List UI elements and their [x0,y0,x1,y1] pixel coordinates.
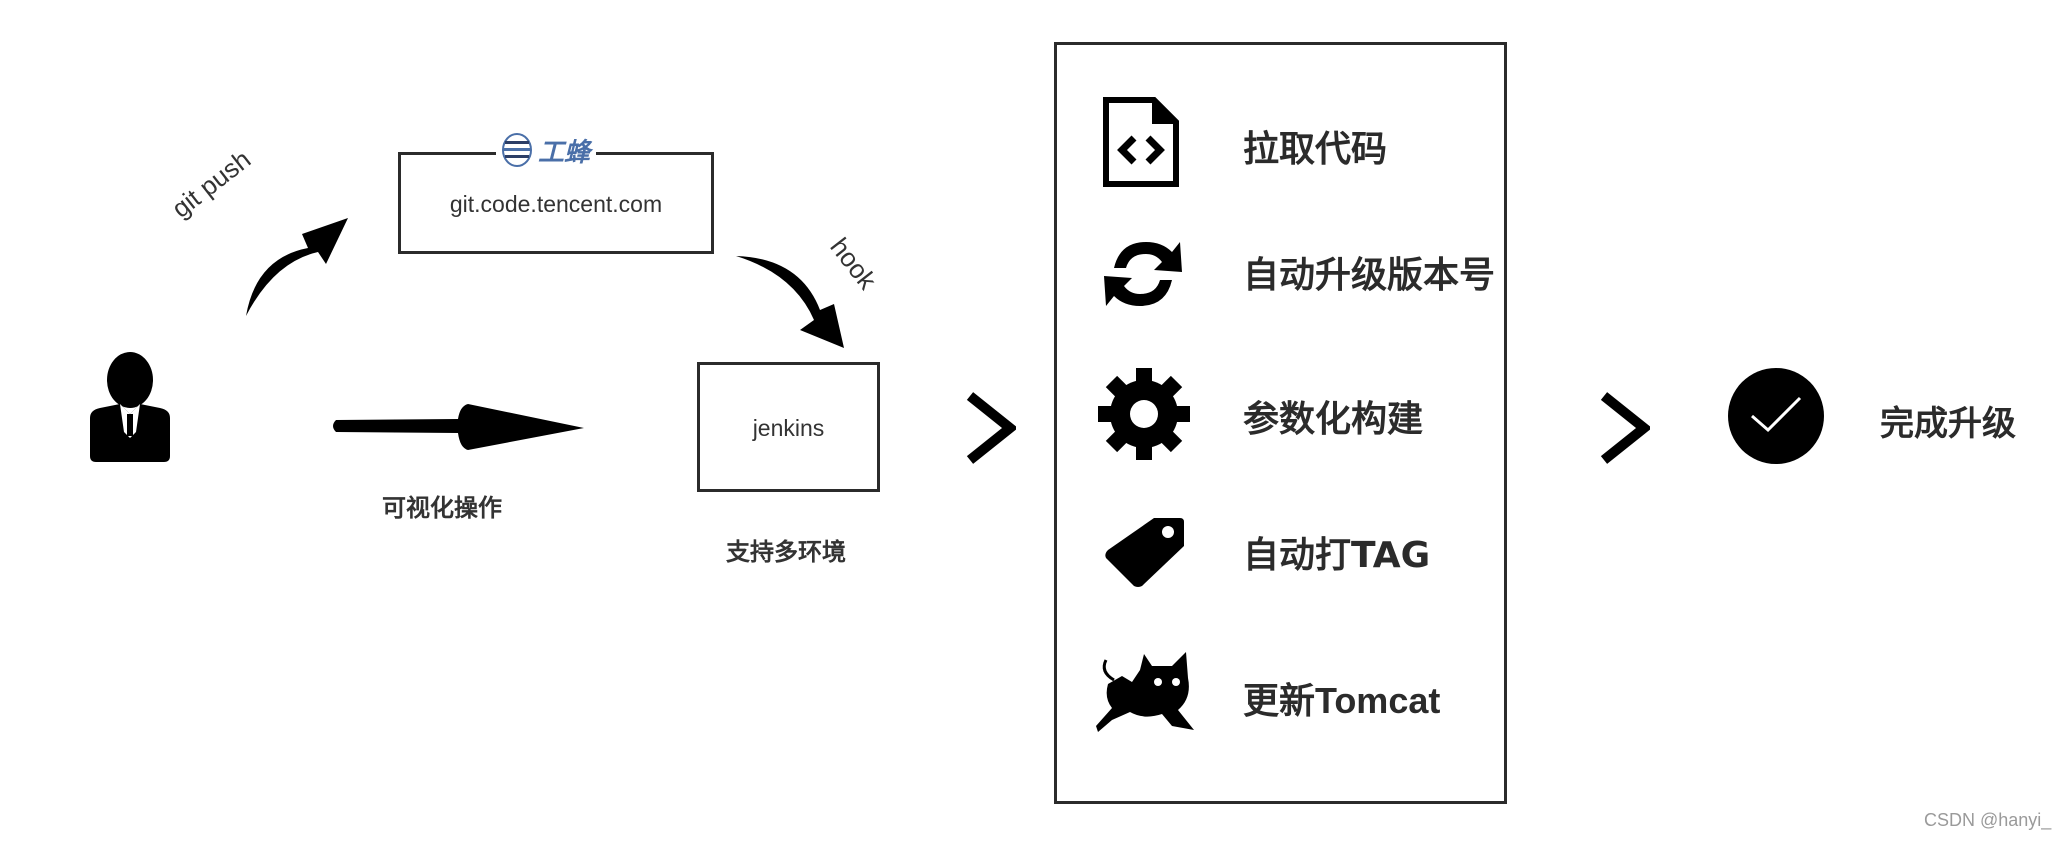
jenkins-box: jenkins [697,362,880,492]
gongfeng-logo-icon [501,133,532,167]
jenkins-caption: 支持多环境 [726,538,846,566]
step-label-param-build: 参数化构建 [1243,399,1424,440]
step-label-auto-tag: 自动打TAG [1243,535,1431,576]
result-label: 完成升级 [1880,404,2016,444]
gear-icon [1098,368,1190,460]
curved-arrow-down-icon [734,252,850,350]
step-label-pull-code: 拉取代码 [1243,129,1388,170]
jenkins-label: jenkins [752,415,825,441]
user-icon [84,352,176,462]
chevron-right-icon [964,390,1016,466]
visual-op-label: 可视化操作 [382,494,502,522]
step-label-update-tomcat: 更新Tomcat [1243,680,1441,721]
long-arrow-right-icon [328,400,586,452]
tag-icon [1102,514,1186,588]
curved-arrow-up-icon [240,212,352,320]
chevron-right-icon-2 [1598,390,1650,466]
code-file-icon [1102,96,1180,188]
watermark: CSDN @hanyi_ [1924,810,2052,830]
check-circle-icon [1728,368,1824,464]
tomcat-cat-icon [1092,652,1196,732]
refresh-icon [1100,234,1186,314]
git-server-url: git.code.tencent.com [449,191,663,217]
git-server-box: git.code.tencent.com [398,152,714,254]
gongfeng-logo-text: 工蜂 [537,137,590,168]
git-server-logo: 工蜂 [496,132,596,168]
step-label-bump-version: 自动升级版本号 [1243,255,1496,296]
